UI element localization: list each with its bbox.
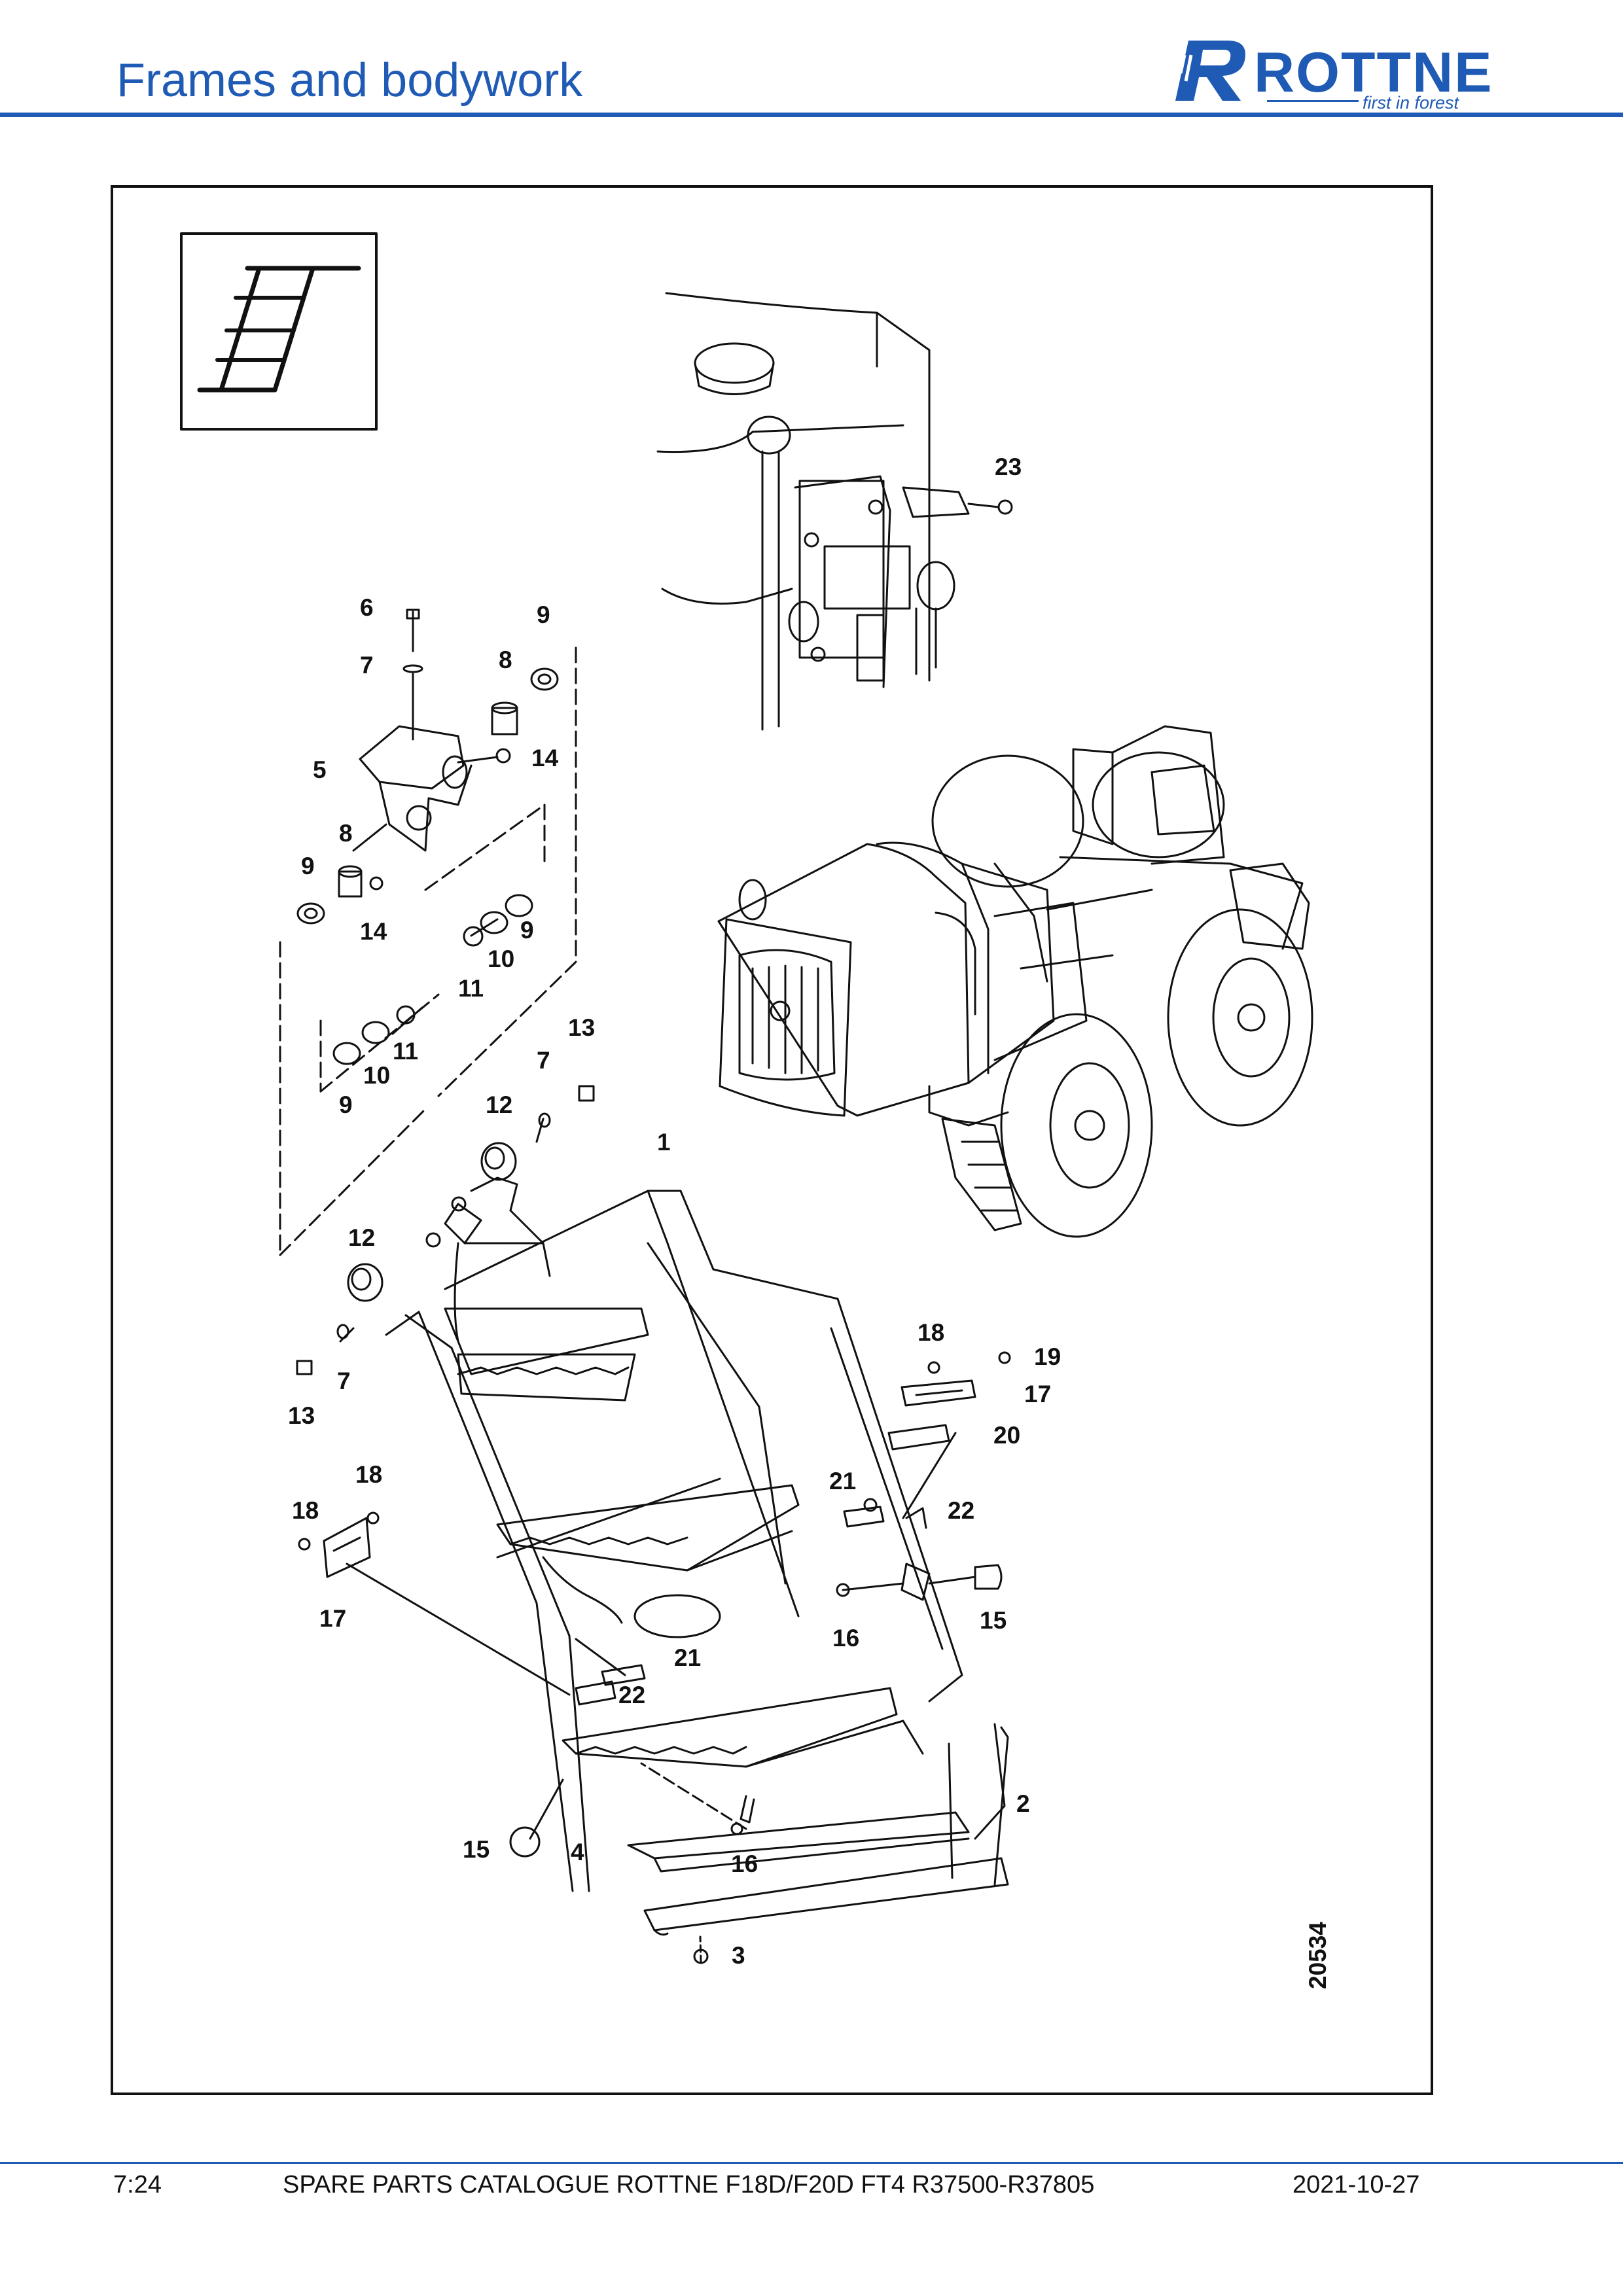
- callout-15: 15: [463, 1836, 490, 1863]
- callout-17: 17: [319, 1605, 347, 1632]
- brand-underline: [1267, 100, 1359, 102]
- callout-13: 13: [568, 1014, 596, 1041]
- callout-17: 17: [1024, 1381, 1052, 1407]
- callout-9: 9: [339, 1091, 353, 1118]
- callout-1: 1: [657, 1129, 671, 1156]
- callout-4: 4: [571, 1839, 584, 1865]
- callout-20: 20: [993, 1422, 1021, 1449]
- callout-14: 14: [360, 918, 387, 945]
- callout-21: 21: [829, 1468, 857, 1494]
- forwarder-machine-illustration: [717, 725, 1313, 1238]
- callout-19: 19: [1034, 1343, 1061, 1370]
- callout-10: 10: [488, 945, 515, 972]
- callout-13: 13: [288, 1402, 315, 1429]
- callout-9: 9: [520, 917, 534, 944]
- callout-11: 11: [458, 975, 484, 1002]
- callout-18: 18: [918, 1319, 945, 1346]
- brand-tagline: first in forest: [1363, 93, 1459, 113]
- ladder-fittings: [298, 1351, 1011, 1964]
- callout-6: 6: [360, 594, 374, 621]
- callout-21: 21: [674, 1644, 702, 1671]
- hinge-bracket-assembly: [279, 609, 577, 1256]
- footer-catalogue-title: SPARE PARTS CATALOGUE ROTTNE F18D/F20D F…: [283, 2171, 1095, 2199]
- callout-8: 8: [499, 646, 512, 673]
- callout-22: 22: [948, 1497, 975, 1524]
- callout-10: 10: [363, 1062, 391, 1089]
- callout-9: 9: [537, 601, 550, 628]
- brand-name: ROTTNE: [1254, 41, 1493, 104]
- footer-date: 2021-10-27: [1293, 2171, 1420, 2199]
- callout-9: 9: [301, 853, 315, 879]
- callout-3: 3: [732, 1942, 745, 1969]
- brand-logo: ROTTNE first in forest: [1169, 35, 1516, 114]
- drawing-frame: [111, 185, 1433, 2095]
- callout-18: 18: [355, 1461, 383, 1488]
- step-ladder-icon: [180, 232, 378, 431]
- footer-rule: [0, 2162, 1623, 2164]
- callout-5: 5: [313, 756, 327, 783]
- callout-7: 7: [360, 652, 374, 679]
- footer-page-number: 7:24: [113, 2171, 162, 2199]
- callout-8: 8: [339, 820, 353, 847]
- tank-filter-detail: [656, 292, 1013, 731]
- callout-14: 14: [531, 745, 559, 771]
- callout-16: 16: [731, 1850, 758, 1877]
- callout-11: 11: [393, 1038, 419, 1065]
- step-ladder-body: [296, 1085, 970, 1892]
- callout-16: 16: [832, 1625, 860, 1651]
- page-title: Frames and bodywork: [116, 54, 583, 107]
- callout-15: 15: [980, 1607, 1007, 1634]
- header-rule: [0, 113, 1623, 117]
- callout-12: 12: [486, 1091, 513, 1118]
- rottne-r-logo-icon: [1175, 41, 1245, 101]
- callout-12: 12: [348, 1224, 376, 1251]
- callout-22: 22: [618, 1682, 646, 1708]
- callout-7: 7: [337, 1368, 351, 1394]
- callout-18: 18: [292, 1497, 319, 1524]
- callout-7: 7: [537, 1047, 550, 1074]
- callout-2: 2: [1016, 1790, 1030, 1817]
- callout-23: 23: [995, 453, 1022, 480]
- drawing-number: 20534: [1304, 1922, 1331, 1989]
